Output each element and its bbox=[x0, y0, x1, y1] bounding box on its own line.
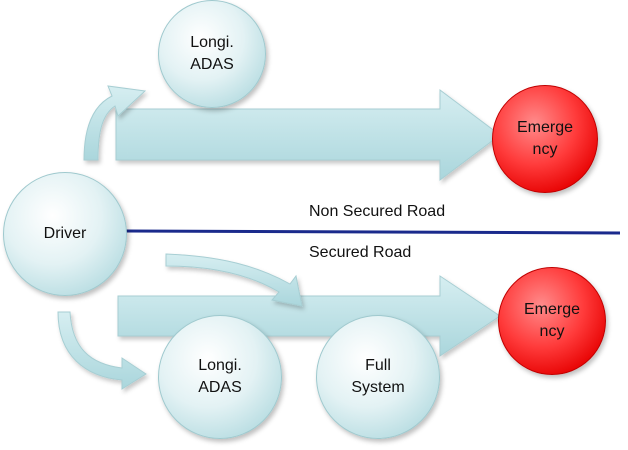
curved-arrow-up bbox=[83, 85, 147, 161]
node-bottom-emergency-label: Emerge ncy bbox=[523, 301, 581, 340]
node-bottom-longi-adas-label: Longi. ADAS bbox=[198, 357, 242, 396]
node-driver-label: Driver bbox=[43, 225, 87, 242]
label-secured-road: Secured Road bbox=[309, 244, 412, 261]
curved-arrow-secured bbox=[165, 253, 303, 307]
node-full-system: Full System bbox=[316, 315, 440, 439]
node-bottom-emergency: Emerge ncy bbox=[498, 267, 606, 375]
curved-arrow-down bbox=[57, 311, 147, 390]
node-bottom-longi-adas: Longi. ADAS bbox=[158, 315, 282, 439]
node-top-emergency: Emerge ncy bbox=[492, 85, 598, 193]
label-non-secured-road: Non Secured Road bbox=[309, 203, 446, 220]
node-full-system-label: Full System bbox=[351, 357, 405, 396]
node-top-longi-adas: Longi. ADAS bbox=[158, 0, 266, 108]
node-top-longi-adas-label: Longi. ADAS bbox=[190, 34, 234, 73]
node-driver: Driver bbox=[3, 172, 127, 296]
node-top-emergency-label: Emerge ncy bbox=[516, 119, 574, 158]
road-divider-line bbox=[123, 229, 621, 235]
top-flow-arrow bbox=[115, 89, 501, 181]
